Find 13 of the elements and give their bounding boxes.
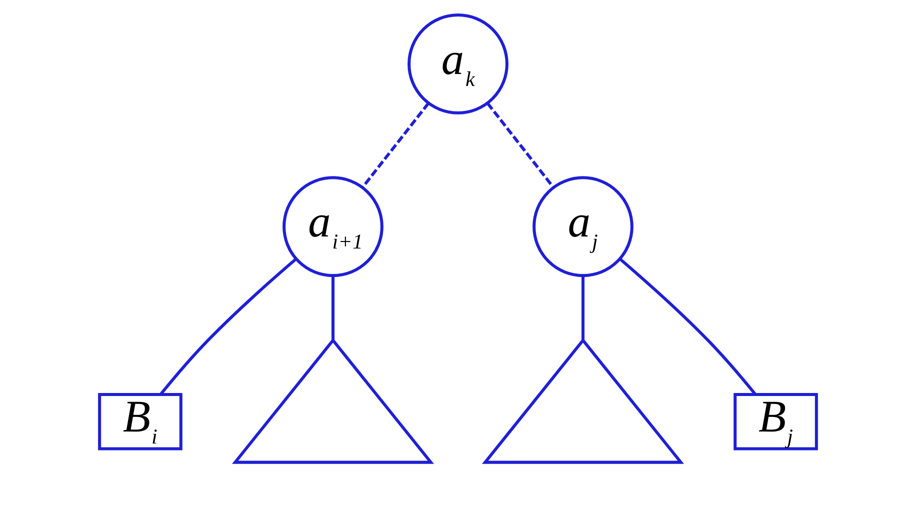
node-triangle: [482, 337, 684, 464]
connector: [332, 275, 334, 340]
node-triangle: [232, 337, 434, 464]
node-box: B$_{j}$: [734, 392, 818, 450]
node-circle: a$_{k}$: [408, 13, 508, 114]
connector: [160, 258, 297, 395]
connector: [582, 275, 584, 340]
connector: [362, 102, 430, 188]
connector: [619, 258, 756, 395]
connector: [486, 102, 554, 188]
node-box: B$_{i}$: [98, 392, 182, 450]
node-circle: a$_{j}$: [532, 176, 634, 277]
node-circle: a$_{i+1}$: [282, 176, 384, 277]
